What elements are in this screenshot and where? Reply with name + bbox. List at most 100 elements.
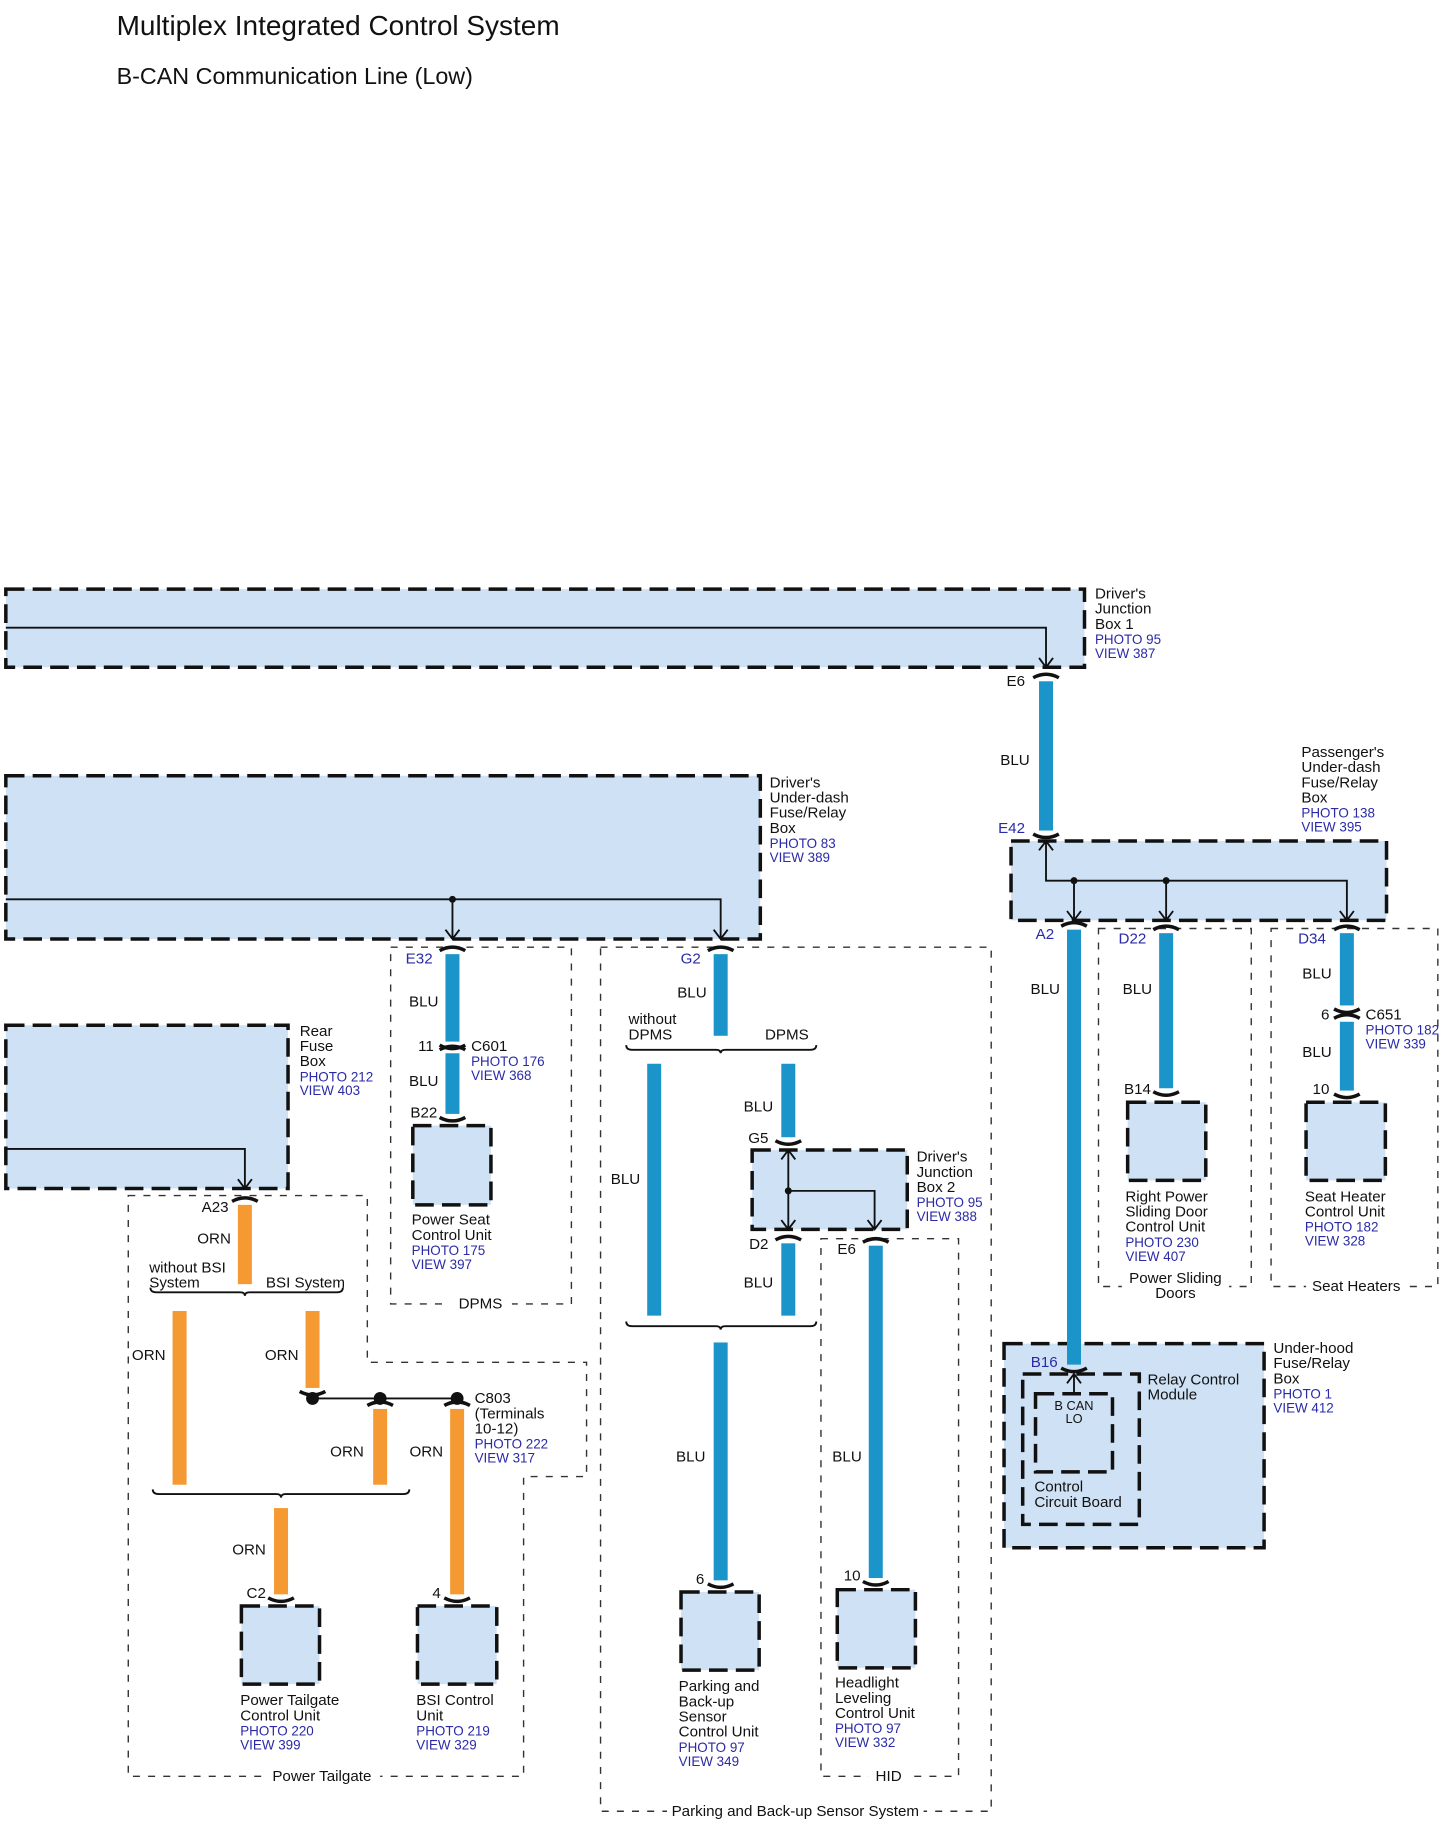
option-dpms: DPMS: [765, 1026, 809, 1043]
connector-cap-icon: [443, 1596, 471, 1604]
terminal-b14: B14: [1124, 1081, 1151, 1098]
terminal-6b: 6: [1321, 1006, 1329, 1023]
wire-label: ORN: [265, 1347, 299, 1364]
terminal-d2: D2: [749, 1236, 768, 1253]
terminal-e42: E42: [998, 820, 1025, 837]
wire-blu: [1339, 933, 1354, 1006]
wire-blu: [868, 1245, 883, 1579]
wire-label: BLU: [611, 1171, 640, 1188]
connector-cap-icon: [443, 1400, 471, 1408]
wire-blu: [713, 954, 728, 1036]
drivers-under-dash-box: [4, 773, 763, 941]
wire-label: BLU: [744, 1099, 773, 1116]
option-bsi: BSI System: [266, 1275, 345, 1292]
wire-label: BLU: [1302, 1044, 1331, 1061]
option-brace-icon: [625, 1045, 818, 1054]
connector-cap-icon: [438, 945, 467, 953]
terminal-d22: D22: [1119, 931, 1147, 948]
wire-blu: [713, 1342, 728, 1581]
connector-cap-icon: [366, 1400, 394, 1408]
terminal-6: 6: [696, 1571, 704, 1588]
right-power-sliding-door-unit: [1125, 1100, 1208, 1183]
wire-label: BLU: [1123, 981, 1152, 998]
terminal-11: 11: [418, 1038, 434, 1055]
connector-cap-icon: [231, 1196, 259, 1203]
seat-heater-control-unit: [1304, 1100, 1388, 1183]
terminal-b22: B22: [410, 1104, 437, 1121]
connector-cap-icon: [862, 1236, 890, 1244]
connector-cap-icon: [1060, 920, 1088, 928]
terminal-a2: A2: [1036, 926, 1055, 943]
region-label-heaters: Seat Heaters: [1312, 1278, 1401, 1295]
connector-cap-icon: [298, 1389, 327, 1397]
wire-label: ORN: [132, 1347, 166, 1364]
terminal-g5: G5: [748, 1130, 768, 1147]
connector-cap-icon: [1333, 1092, 1361, 1100]
connector-cap-icon: [774, 1234, 802, 1242]
bsi-control-unit: [415, 1604, 499, 1686]
option-brace-icon: [625, 1321, 818, 1330]
terminal-e32: E32: [406, 950, 433, 967]
wire-label: ORN: [197, 1230, 231, 1247]
wire-orn: [450, 1408, 465, 1595]
power-tailgate-control-unit: [239, 1604, 322, 1686]
wire-blu: [1159, 933, 1174, 1089]
region-label-tailgate: Power Tailgate: [272, 1768, 371, 1785]
terminal-e6-hid: E6: [837, 1241, 856, 1258]
connector-cap-icon: [1152, 924, 1180, 932]
wire-label: BLU: [409, 994, 438, 1011]
region-label-dpms: DPMS: [459, 1296, 503, 1313]
option-brace-icon: [149, 1287, 344, 1296]
wire-label: BLU: [677, 984, 706, 1001]
connector-cap-icon: [1060, 1366, 1088, 1374]
region-labels: DPMS Power Tailgate Parking and Back-up …: [263, 1269, 1407, 1821]
region-power-tailgate: [127, 1194, 588, 1777]
connector-cap-icon: [1152, 1090, 1180, 1097]
connector-cap-icon: [707, 1582, 735, 1590]
page-title: Multiplex Integrated Control System: [117, 10, 560, 41]
terminal-10b: 10: [1313, 1081, 1330, 1098]
terminal-e6: E6: [1006, 673, 1025, 690]
wire-label: ORN: [330, 1444, 364, 1461]
option-brace-icon: [151, 1489, 411, 1498]
wire-label: BLU: [409, 1073, 438, 1090]
connector-cap-icon: [438, 1043, 467, 1051]
power-seat-control-unit: [411, 1123, 493, 1207]
wires: [172, 672, 1361, 1604]
terminal-4: 4: [432, 1585, 440, 1602]
region-label-hid: HID: [876, 1768, 902, 1785]
page-subtitle: B-CAN Communication Line (Low): [117, 63, 473, 89]
terminal-10: 10: [844, 1567, 861, 1584]
terminal-labels: E6 E42 E32 11 B22 G2 G5 D2 E6 A23 C2 4 6…: [202, 673, 1330, 1602]
terminal-g2: G2: [681, 950, 701, 967]
connector-cap-icon: [1032, 832, 1060, 840]
wire-label: BLU: [676, 1448, 705, 1465]
boxes: [4, 587, 1389, 1686]
connector-cap-icon: [267, 1596, 295, 1604]
wire-label: ORN: [409, 1444, 443, 1461]
wire-blu: [1039, 681, 1054, 831]
terminal-c2: C2: [247, 1585, 266, 1602]
connector-cap-icon: [1333, 924, 1361, 932]
wire-label: BLU: [1302, 966, 1331, 983]
region-label-parking: Parking and Back-up Sensor System: [672, 1803, 919, 1820]
